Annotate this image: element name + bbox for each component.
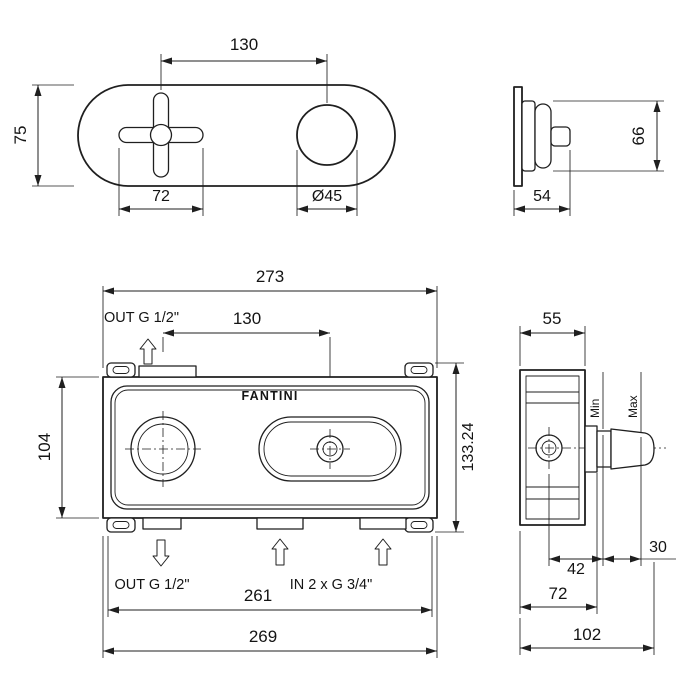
right-valve-obround-inner [263, 421, 397, 477]
dim-body-side-total-depth: 102 [519, 562, 655, 655]
view-body-front: 273 130 OUT G 1/2" FANTINI [35, 267, 477, 658]
ear-top-left [106, 362, 136, 378]
port-tab-top [138, 365, 197, 378]
dim-body-side-inner-depth-label: 72 [549, 584, 568, 603]
cartridge-stem [596, 430, 612, 468]
out-top-label: OUT G 1/2" [104, 310, 179, 326]
body-side-outline [519, 369, 586, 526]
ear-bottom-left [106, 517, 136, 533]
ear-bottom-right-slot [410, 521, 428, 529]
dim-body-total-height-label: 133.24 [460, 422, 477, 471]
dim-body-side-depth-label: 55 [543, 309, 562, 328]
faceplate-outline [110, 385, 430, 510]
out-bottom-label: OUT G 1/2" [115, 577, 190, 593]
dim-body-overall-label: 273 [256, 267, 284, 286]
cartridge-broach [610, 428, 655, 470]
right-valve-obround-outer [258, 416, 402, 482]
port-tab-bottom-in1 [256, 517, 304, 530]
ear-bottom-right [404, 517, 434, 533]
dim-body-centers: 130 [162, 309, 331, 437]
cartridge-collar [584, 425, 598, 473]
trim-plate-edge [513, 86, 523, 187]
body-side-inner [525, 375, 580, 520]
dim-trim-side-depth-label: 54 [533, 188, 551, 205]
dim-body-total-height: 133.24 [435, 362, 477, 533]
cross-handle-hub [149, 123, 173, 147]
dim-trim-centers: 130 [160, 35, 328, 103]
dim-body-centers-label: 130 [233, 309, 261, 328]
dim-trim-height: 75 [11, 84, 74, 187]
dim-body-outer-width: 269 [102, 536, 438, 658]
view-body-side: 55 Min Max 42 30 [519, 309, 676, 655]
view-trim-side: 66 54 [513, 86, 664, 216]
dim-body-inner-width-label: 261 [244, 586, 272, 605]
dim-trim-side-depth: 54 [513, 150, 571, 216]
out-bottom-arrow-icon [152, 539, 170, 567]
dim-body-inner-width: 261 [107, 536, 433, 617]
dim-handle-width: 72 [118, 148, 204, 216]
out-top-arrow-icon [139, 338, 157, 365]
dim-min-offset-label: 42 [567, 561, 585, 578]
dim-body-height: 104 [35, 376, 99, 519]
thermostat-knob [296, 104, 358, 166]
dim-travel-label: 30 [649, 539, 667, 556]
dim-trim-height-label: 75 [11, 126, 30, 145]
dim-body-overall: 273 [102, 267, 438, 368]
in-bottom-label: IN 2 x G 3/4" [290, 577, 373, 593]
dim-trim-side-height: 66 [553, 100, 664, 172]
ear-top-left-slot [112, 366, 130, 374]
handle-profile [534, 103, 552, 169]
port-tab-bottom-out [142, 517, 182, 530]
dim-min-offset: 42 [548, 435, 604, 578]
dim-handle-width-label: 72 [152, 188, 170, 205]
port-tab-bottom-in2 [359, 517, 407, 530]
ear-top-right [404, 362, 434, 378]
dim-body-side-total-depth-label: 102 [573, 625, 601, 644]
ear-top-right-slot [410, 366, 428, 374]
dim-body-outer-width-label: 269 [249, 627, 277, 646]
max-label: Max [626, 395, 640, 418]
dim-knob-diameter-label: Ø45 [312, 188, 342, 205]
brand-logo: FANTINI [241, 389, 298, 403]
dim-travel: 30 [603, 437, 676, 566]
handle-hub-profile [550, 126, 571, 147]
dim-trim-centers-label: 130 [230, 35, 258, 54]
rough-box-outline [102, 376, 438, 519]
dim-body-height-label: 104 [35, 433, 54, 461]
dim-knob-diameter: Ø45 [296, 150, 358, 216]
in-arrow-left-icon [271, 538, 289, 566]
min-label: Min [588, 399, 602, 418]
faceplate-inner-line [114, 389, 426, 506]
dim-body-side-depth: 55 [519, 309, 586, 366]
escutcheon-profile [521, 100, 536, 172]
dim-trim-side-height-label: 66 [629, 127, 648, 146]
view-trim-front: 130 75 72 Ø45 [11, 35, 396, 216]
dim-body-side-inner-depth: 72 [519, 473, 598, 614]
in-arrow-right-icon [374, 538, 392, 566]
ear-bottom-left-slot [112, 521, 130, 529]
